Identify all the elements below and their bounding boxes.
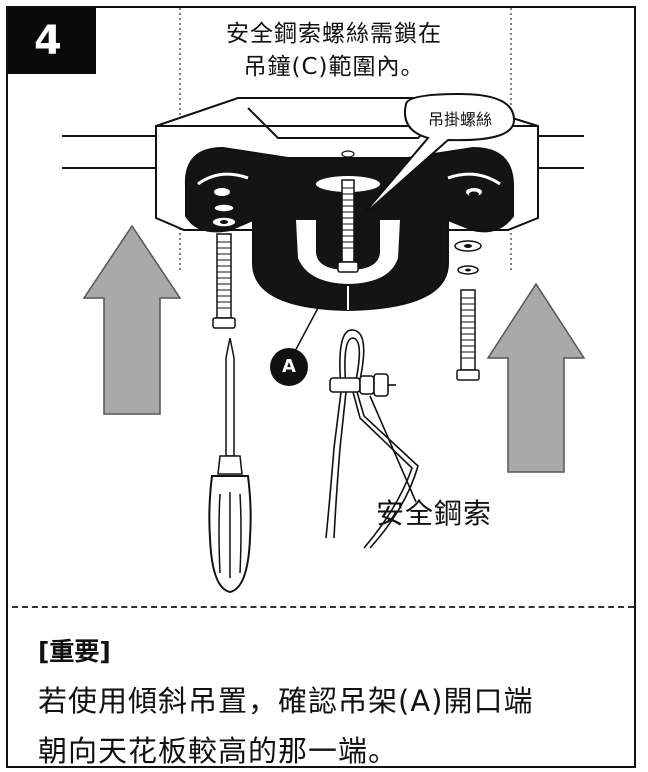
safety-cable-icon <box>325 329 419 549</box>
bubble-callout <box>359 92 516 219</box>
safety-cable-label: 安全鋼索 <box>376 497 493 530</box>
up-arrow-icon <box>82 224 182 415</box>
step-number-badge: 4 <box>8 8 96 74</box>
marker-a: A <box>270 348 308 386</box>
note-line-1: 若使用傾斜吊置，確認吊架(A)開口端 <box>38 684 534 718</box>
instruction-panel: 4 安全鋼索螺絲需鎖在 吊鐘(C)範圍內。 吊掛螺絲 A 安全鋼索 [重要] 若… <box>6 6 636 768</box>
installation-diagram <box>62 8 586 594</box>
marker-a-leader <box>293 307 319 354</box>
center-screw-icon <box>337 150 359 273</box>
bell-range-caption: 安全鋼索螺絲需鎖在 吊鐘(C)範圍內。 <box>184 18 484 84</box>
note-line-2: 朝向天花板較高的那一端。 <box>38 734 399 768</box>
caption-line-1: 安全鋼索螺絲需鎖在 <box>226 21 442 47</box>
left-screw-icon <box>211 203 237 329</box>
hanging-screw-label: 吊掛螺絲 <box>427 110 492 129</box>
right-screw-icon <box>454 191 482 381</box>
up-arrow-icon <box>486 282 586 473</box>
section-divider <box>12 606 634 608</box>
note-title: [重要] <box>38 637 111 666</box>
screwdriver-icon <box>208 337 252 594</box>
caption-line-2: 吊鐘(C)範圍內。 <box>243 54 425 80</box>
